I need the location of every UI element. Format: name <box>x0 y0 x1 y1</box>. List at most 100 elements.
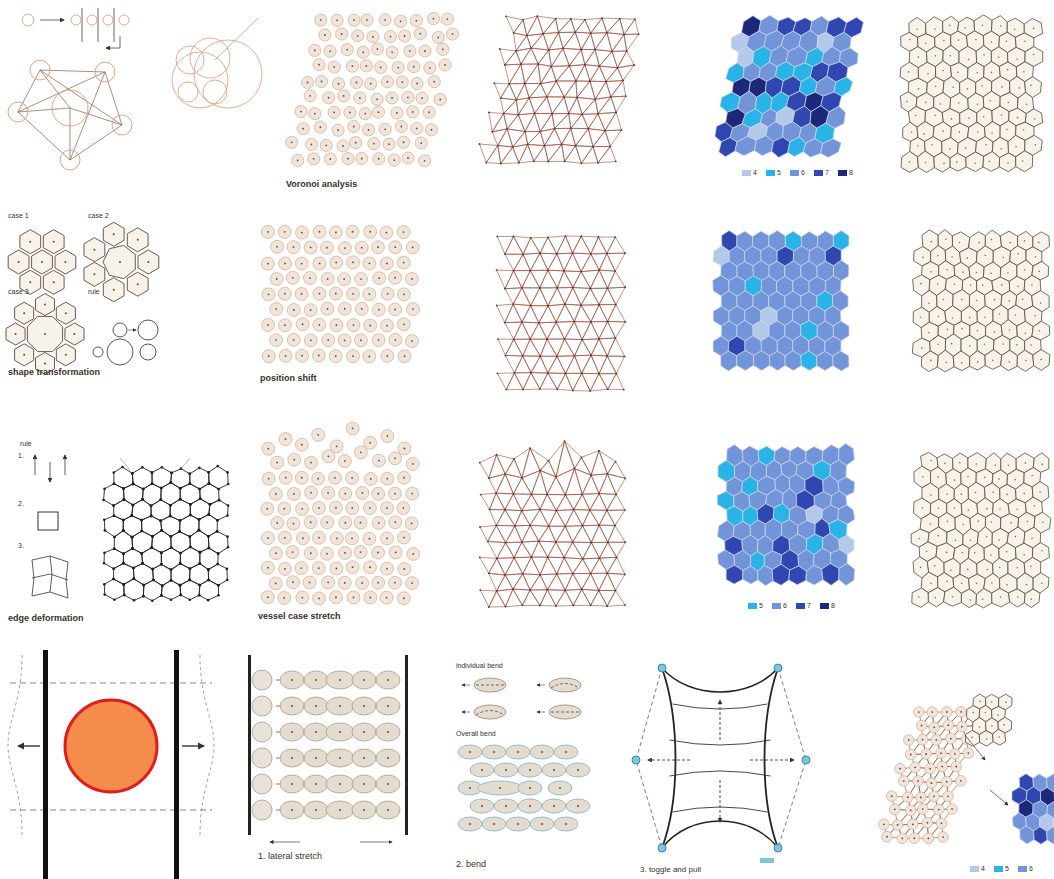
cell-center <box>276 522 278 524</box>
voronoi-cell-colored <box>789 566 807 585</box>
cell-circle <box>419 45 431 57</box>
cell-center <box>365 65 367 67</box>
delaunay-triangle <box>522 541 539 557</box>
delaunay-triangle <box>565 510 582 527</box>
cell-circle <box>346 532 359 545</box>
cell-circle <box>425 124 437 136</box>
cell-center <box>329 158 331 160</box>
cell-center <box>555 18 557 20</box>
cell-center <box>1026 584 1028 586</box>
delaunay-triangle <box>535 113 553 131</box>
cell-circle <box>397 531 410 544</box>
cell-center <box>999 313 1001 315</box>
cell-circle <box>397 592 410 605</box>
cell-center <box>359 97 361 99</box>
cell-center <box>377 246 379 248</box>
cell-center <box>292 277 294 279</box>
cell-center <box>503 113 505 115</box>
cell-center <box>961 726 963 728</box>
cell-circle <box>362 124 374 136</box>
cell-center <box>344 247 346 249</box>
cell-center <box>604 130 606 132</box>
cell-center <box>967 509 969 511</box>
cell-circle <box>261 225 274 238</box>
cell-center <box>1035 144 1037 146</box>
delaunay-triangle <box>565 288 581 306</box>
delaunay-triangle <box>582 494 599 511</box>
delaunay-triangle <box>599 254 615 272</box>
cell-center <box>976 463 978 465</box>
cell-circle <box>261 561 274 574</box>
delaunay-triangle <box>565 589 582 605</box>
delaunay-triangle <box>582 373 599 391</box>
cell-center <box>394 246 396 248</box>
delaunay-triangle <box>591 254 607 271</box>
cell-circle <box>295 287 308 300</box>
delaunay-triangle <box>588 129 605 147</box>
cell-circle <box>320 547 333 560</box>
cell-circle <box>262 472 275 485</box>
cell-center <box>1035 256 1037 258</box>
cell-center <box>982 24 984 26</box>
cell-circle <box>313 501 326 514</box>
cell-center <box>570 127 572 129</box>
delaunay-triangle <box>521 48 538 64</box>
cell-center <box>352 231 354 233</box>
cell-center <box>361 308 363 310</box>
cell-circle <box>330 591 343 604</box>
cell-circle <box>372 303 385 316</box>
cell-center <box>369 231 371 233</box>
cell-circle <box>355 273 368 286</box>
cell-center <box>403 141 405 143</box>
cell-circle <box>411 77 423 89</box>
cell-center <box>366 19 368 21</box>
cell-center <box>938 809 940 811</box>
voronoi-cell <box>961 589 976 608</box>
delaunay-triangle <box>599 573 616 590</box>
cell-circle <box>312 472 325 485</box>
cell-circle <box>389 241 402 254</box>
voronoi-cell <box>985 350 1002 370</box>
delaunay-triangle <box>569 50 585 66</box>
cell-center <box>555 605 557 607</box>
cell-center <box>385 232 387 234</box>
cell-circle <box>278 319 291 332</box>
delaunay-triangle <box>573 559 591 574</box>
cell-center <box>479 143 481 145</box>
cell-center <box>1007 162 1009 164</box>
delaunay-triangle <box>489 474 505 493</box>
cell-circle <box>397 318 410 331</box>
cell-center <box>386 538 388 540</box>
delaunay-triangle <box>607 338 624 356</box>
cell-circle <box>371 93 383 105</box>
voronoi-cell <box>953 351 970 371</box>
cell-circle <box>364 225 377 238</box>
cell-center <box>539 470 541 472</box>
voronoi-cell-colored <box>758 566 773 586</box>
cell-center <box>1034 118 1036 120</box>
cell-center <box>1009 300 1011 302</box>
delaunay-triangle <box>505 494 522 511</box>
cell-center <box>1023 71 1025 73</box>
cell-center <box>513 270 515 272</box>
cell-center <box>978 520 980 522</box>
cell-center <box>961 328 963 330</box>
cell-center <box>537 15 539 17</box>
cell-circle <box>380 591 393 604</box>
cell-center <box>512 303 514 305</box>
cell-circle <box>361 14 373 26</box>
cell-center <box>529 447 531 449</box>
delaunay-triangle <box>530 253 548 270</box>
cell-center <box>572 252 574 254</box>
color-study <box>713 231 849 371</box>
cell-center <box>624 541 626 543</box>
cell-center <box>310 309 312 311</box>
cell-center <box>968 59 970 61</box>
cell-center <box>268 355 270 357</box>
cell-center <box>910 809 912 811</box>
delaunay-triangle <box>599 591 616 607</box>
cell-circle <box>375 61 387 73</box>
cell-circle <box>279 563 292 576</box>
cell-center <box>990 100 992 102</box>
cell-center <box>991 582 993 584</box>
